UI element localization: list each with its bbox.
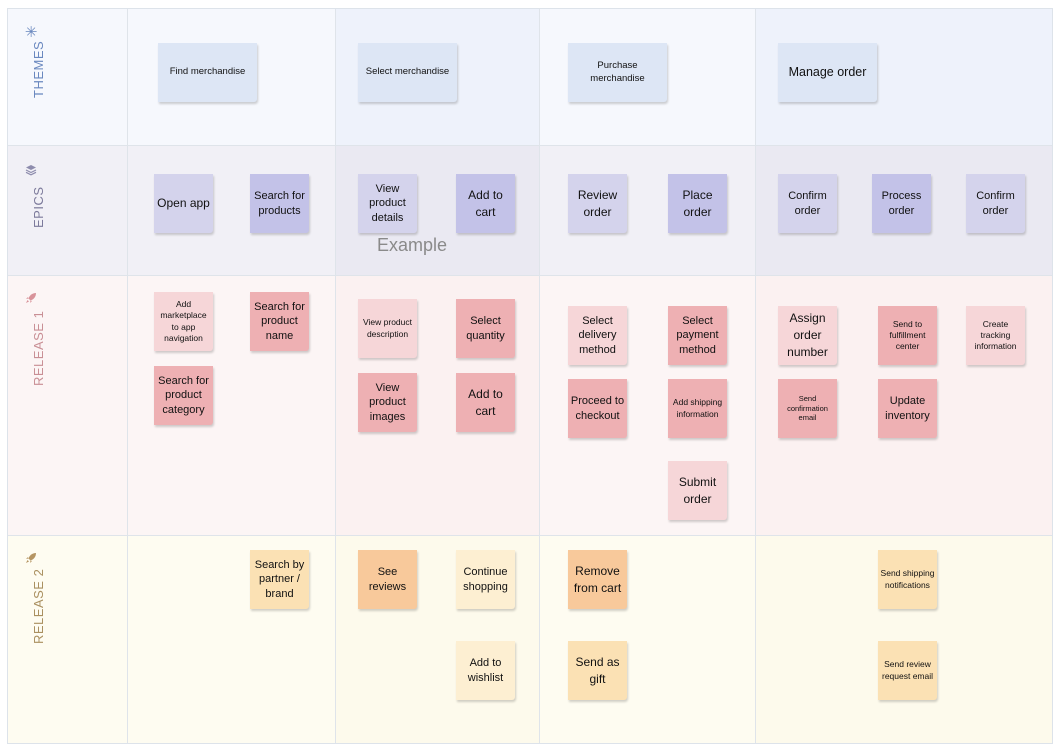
epic-note[interactable]: View product details bbox=[358, 174, 417, 233]
themes-label: THEMES bbox=[31, 40, 46, 98]
epic-note[interactable]: Confirm order bbox=[966, 174, 1025, 233]
epic-note[interactable]: Open app bbox=[154, 174, 213, 233]
release1-note[interactable]: View product description bbox=[358, 299, 417, 358]
release1-note[interactable]: Add marketplace to app navigation bbox=[154, 292, 213, 351]
release1-note[interactable]: Add shipping information bbox=[668, 379, 727, 438]
release2-note[interactable]: Remove from cart bbox=[568, 550, 627, 609]
grid-line bbox=[755, 9, 756, 743]
epics-label: EPICS bbox=[31, 186, 46, 228]
release1-note[interactable]: Create tracking information bbox=[966, 306, 1025, 365]
release2-note[interactable]: See reviews bbox=[358, 550, 417, 609]
release2-note[interactable]: Send as gift bbox=[568, 641, 627, 700]
epic-note[interactable]: Review order bbox=[568, 174, 627, 233]
example-label: Example bbox=[377, 235, 448, 255]
grid-line bbox=[335, 9, 336, 743]
asterisk-icon: ✳ bbox=[24, 24, 38, 41]
theme-note[interactable]: Manage order bbox=[778, 43, 877, 102]
release2-note[interactable]: Send shipping notifications bbox=[878, 550, 937, 609]
epic-note[interactable]: Confirm order bbox=[778, 174, 837, 233]
release1-note[interactable]: Select quantity bbox=[456, 299, 515, 358]
release1-note[interactable]: Select delivery method bbox=[568, 306, 627, 365]
epics-row-label: EPICS bbox=[8, 145, 127, 275]
release1-note[interactable]: Update inventory bbox=[878, 379, 937, 438]
release2-note[interactable]: Add to wishlist bbox=[456, 641, 515, 700]
release1-row-label: RELEASE 1 bbox=[8, 275, 127, 535]
release2-note[interactable]: Search by partner / brand bbox=[250, 550, 309, 609]
release2-note[interactable]: Continue shopping bbox=[456, 550, 515, 609]
release1-note[interactable]: View product images bbox=[358, 373, 417, 432]
story-map-board: ✳ THEMES EPICS RELEASE 1 RELEASE 2 Find … bbox=[7, 8, 1053, 744]
rocket-icon bbox=[25, 292, 37, 304]
release1-label: RELEASE 1 bbox=[31, 310, 46, 386]
release1-note[interactable]: Select payment method bbox=[668, 306, 727, 365]
release2-row-label: RELEASE 2 bbox=[8, 535, 127, 743]
release2-label: RELEASE 2 bbox=[31, 568, 46, 644]
release1-note[interactable]: Add to cart bbox=[456, 373, 515, 432]
epic-note[interactable]: Search for products bbox=[250, 174, 309, 233]
theme-note[interactable]: Select merchandise bbox=[358, 43, 457, 102]
theme-note[interactable]: Find merchandise bbox=[158, 43, 257, 102]
release1-note[interactable]: Proceed to checkout bbox=[568, 379, 627, 438]
release1-note[interactable]: Submit order bbox=[668, 461, 727, 520]
grid-line bbox=[8, 145, 1052, 146]
grid-line bbox=[8, 275, 1052, 276]
release1-note[interactable]: Send confirmation email bbox=[778, 379, 837, 438]
epic-note[interactable]: Place order bbox=[668, 174, 727, 233]
theme-note[interactable]: Purchase merchandise bbox=[568, 43, 667, 102]
release2-note[interactable]: Send review request email bbox=[878, 641, 937, 700]
grid-line bbox=[127, 9, 128, 743]
epic-note[interactable]: Add to cart bbox=[456, 174, 515, 233]
release1-note[interactable]: Assign order number bbox=[778, 306, 837, 365]
grid-line bbox=[8, 535, 1052, 536]
themes-row-label: ✳ THEMES bbox=[8, 9, 127, 145]
epic-note[interactable]: Process order bbox=[872, 174, 931, 233]
release1-note[interactable]: Search for product name bbox=[250, 292, 309, 351]
rocket-icon bbox=[25, 552, 37, 564]
release1-note[interactable]: Send to fulfillment center bbox=[878, 306, 937, 365]
grid-line bbox=[539, 9, 540, 743]
release1-note[interactable]: Search for product category bbox=[154, 366, 213, 425]
layers-icon bbox=[25, 164, 37, 176]
